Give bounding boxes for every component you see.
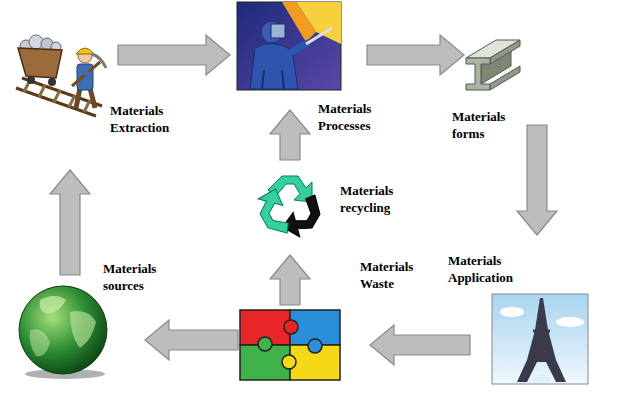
block-arrow — [118, 35, 230, 75]
stage-node: Materials sources — [15, 285, 115, 375]
stage-node: Materials forms — [466, 38, 520, 100]
miner-icon-part — [80, 70, 92, 76]
stage-node: Materials Processes — [235, 0, 343, 92]
block-arrow — [370, 325, 470, 365]
recycle-symbol — [253, 176, 327, 240]
block-arrow — [517, 125, 557, 235]
puzzle-icon-part — [308, 339, 322, 353]
steel-beam-icon-part — [490, 40, 520, 64]
recycle-symbol-part — [282, 189, 327, 240]
puzzle-icon-part — [258, 337, 272, 351]
miner-icon-part — [18, 48, 62, 78]
globe-icon-part — [30, 329, 50, 356]
stage-node: Materials Application — [490, 292, 590, 385]
globe-icon-part — [70, 311, 96, 348]
furnace-worker-icon — [237, 2, 341, 90]
puzzle-icon-part — [282, 355, 296, 369]
miner-icon-part — [76, 48, 94, 54]
block-arrow — [270, 110, 310, 160]
block-arrow — [145, 320, 238, 360]
puzzle-icon — [240, 310, 340, 380]
eiffel-tower-icon-part — [532, 375, 551, 383]
stage-label: Materials Waste — [360, 258, 435, 292]
stage-label: Materials Application — [448, 252, 523, 286]
recycle-symbol-part — [253, 189, 298, 240]
stage-label: Materials forms — [452, 108, 527, 142]
miner-icon — [16, 35, 106, 116]
furnace-worker-icon-part — [306, 28, 332, 44]
miner-icon-part — [27, 76, 35, 84]
stage-node: Materials Waste — [240, 308, 344, 382]
eiffel-tower-icon-part — [556, 317, 584, 327]
stage-node: Materials recycling — [255, 168, 325, 243]
steel-beam-icon-part — [466, 58, 490, 90]
globe-icon-part — [40, 296, 66, 314]
stage-label: Materials sources — [103, 260, 178, 294]
steel-beam-icon-part — [490, 66, 520, 90]
miner-icon-part — [76, 88, 95, 108]
miner-icon-part — [92, 54, 106, 68]
miner-icon-part — [72, 62, 100, 86]
eiffel-tower-icon-part — [517, 298, 566, 382]
furnace-worker-icon-part — [271, 24, 285, 38]
globe-icon-part — [19, 286, 107, 374]
furnace-worker-icon-part — [237, 2, 341, 90]
block-arrow — [367, 35, 464, 75]
puzzle-icon-part — [284, 320, 298, 334]
stage-label: Materials Processes — [318, 100, 398, 134]
stage-node: Materials Extraction — [15, 28, 110, 118]
miner-icon-part — [48, 78, 56, 86]
block-arrow — [270, 255, 310, 305]
stage-label: Materials Extraction — [110, 102, 185, 136]
block-arrow — [50, 170, 90, 275]
eiffel-tower-icon — [492, 294, 588, 384]
globe-icon — [19, 286, 107, 379]
miner-icon-part — [77, 64, 93, 90]
furnace-worker-icon-part — [282, 2, 316, 42]
eiffel-tower-icon-part — [500, 307, 524, 317]
eiffel-tower-icon-part — [528, 331, 555, 358]
eiffel-tower-icon-part — [492, 294, 588, 384]
stage-label: Materials recycling — [340, 182, 415, 216]
furnace-worker-icon-part — [262, 70, 284, 89]
steel-beam-icon — [466, 40, 520, 90]
